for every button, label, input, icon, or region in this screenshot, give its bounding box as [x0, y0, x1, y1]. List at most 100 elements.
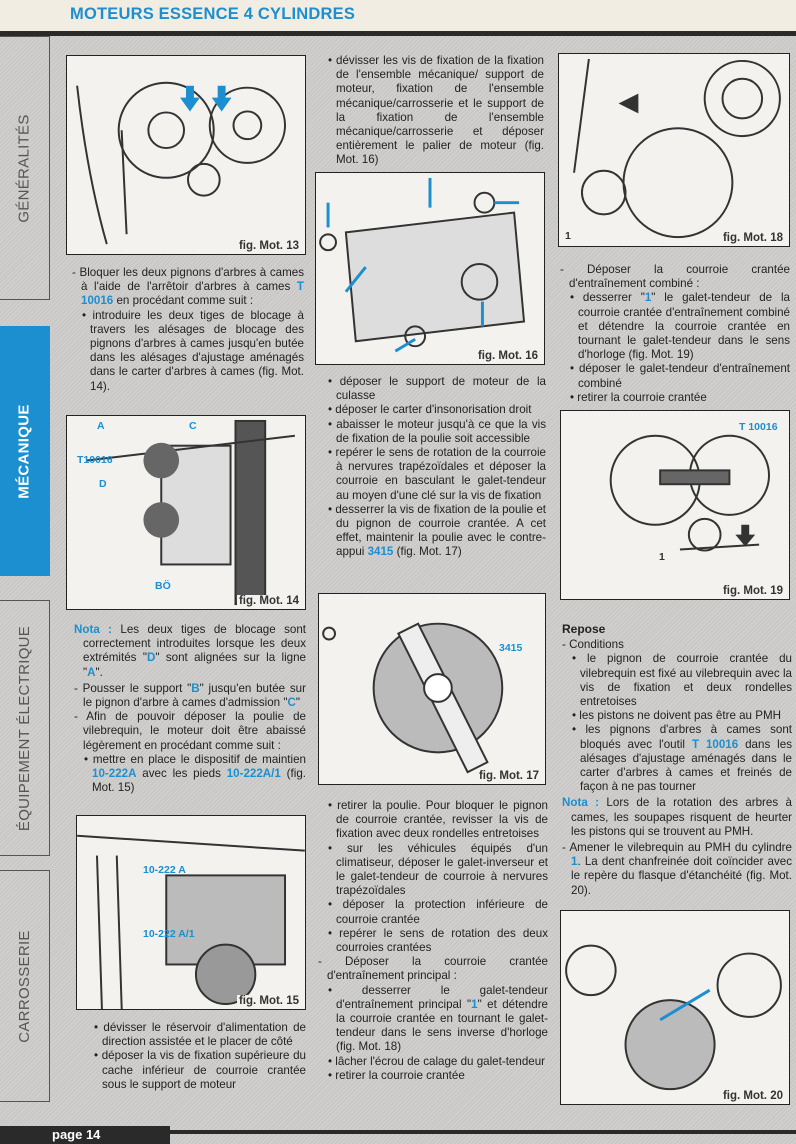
- text: ": [295, 696, 300, 710]
- figure-label: 1: [565, 230, 571, 242]
- text: en procédant comme suit :: [113, 294, 254, 308]
- list-item: • abaisser le moteur jusqu'à ce que la v…: [318, 418, 546, 446]
- figure-label: 10-222 A: [143, 864, 186, 876]
- text: . La dent chanfreinée doit coïncider ave…: [571, 855, 792, 897]
- list-item: - Déposer la courroie crantée d'entraîne…: [560, 263, 790, 291]
- text: (fig. Mot. 17): [393, 545, 462, 559]
- text: • retirer la courroie crantée: [328, 1068, 465, 1082]
- text: • le pignon de courroie crantée du vileb…: [572, 652, 792, 709]
- figure-caption: fig. Mot. 14: [236, 595, 301, 607]
- list-item: • les pignons d'arbres à cames sont bloq…: [562, 723, 792, 794]
- highlight-ref: 10-222A/1: [226, 767, 281, 781]
- tab-carrosserie[interactable]: CARROSSERIE: [0, 870, 50, 1102]
- text: • desserrer le galet-tendeur d'entraînem…: [328, 983, 548, 1011]
- figure-caption: fig. Mot. 18: [720, 232, 785, 244]
- list-item: - Bloquer les deux pignons d'arbres à ca…: [72, 266, 304, 309]
- figure-label: D: [99, 478, 107, 490]
- page-title: MOTEURS ESSENCE 4 CYLINDRES: [70, 5, 356, 23]
- text: - Bloquer les deux pignons d'arbres à ca…: [72, 266, 304, 294]
- page-number: page 14: [0, 1126, 170, 1144]
- text: • desserrer ": [570, 291, 645, 305]
- text: • dévisser le réservoir d'alimentation d…: [94, 1021, 306, 1049]
- text: • lâcher l'écrou de calage du galet-tend…: [328, 1054, 546, 1068]
- header-band: [0, 0, 796, 31]
- list-item: • déposer le support de moteur de la cul…: [318, 375, 546, 403]
- list-item: - Conditions: [562, 638, 792, 652]
- text: - Amener le vilebrequin au PMH du cylind…: [562, 841, 792, 855]
- text: • mettre en place le dispositif de maint…: [84, 752, 306, 766]
- text-block: • dévisser les vis de fixation de la fix…: [318, 54, 544, 168]
- list-item: • dévisser le réservoir d'alimentation d…: [84, 1021, 306, 1049]
- text-block: - Déposer la courroie crantée d'entraîne…: [560, 263, 790, 405]
- text: • desserrer la vis de fixation de la pou…: [328, 502, 546, 559]
- section-heading: Repose: [562, 622, 792, 636]
- text: ".: [95, 665, 103, 679]
- tab-mecanique[interactable]: MÉCANIQUE: [0, 326, 50, 576]
- text: - Déposer la courroie crantée d'entraîne…: [318, 955, 548, 983]
- text: • introduire les deux tiges de blocage à…: [82, 308, 304, 393]
- figure-mot-16: fig. Mot. 16: [315, 172, 545, 365]
- figure-mot-13: fig. Mot. 13: [66, 55, 306, 255]
- list-item: • déposer le carter d'insonorisation dro…: [318, 403, 546, 417]
- list-item: • le pignon de courroie crantée du vileb…: [562, 652, 792, 709]
- highlight-ref: 3415: [367, 545, 394, 559]
- list-item: • déposer la protection inférieure de co…: [318, 898, 548, 926]
- highlight-ref: T 10016: [81, 280, 304, 308]
- figure-caption: fig. Mot. 19: [720, 585, 785, 597]
- figure-label: BÖ: [155, 580, 171, 592]
- figure-caption: fig. Mot. 17: [476, 770, 541, 782]
- figure-caption: fig. Mot. 16: [475, 350, 540, 362]
- text: dans les alésages d'ajustage aménagés da…: [580, 737, 792, 794]
- note: Nota : Les deux tiges de blocage sont co…: [74, 623, 306, 680]
- text: • déposer le carter d'insonorisation dro…: [328, 403, 532, 417]
- list-item: • retirer la courroie crantée: [560, 391, 790, 405]
- list-item: • les pistons ne doivent pas être au PMH: [562, 709, 792, 723]
- highlight-ref: B: [191, 681, 200, 695]
- text: • abaisser le moteur jusqu'à ce que la v…: [328, 417, 546, 445]
- tab-label: ÉQUIPEMENT ÉLECTRIQUE: [16, 625, 34, 831]
- text: " et détendre la courroie crantée en tou…: [336, 997, 549, 1054]
- text-block: • déposer le support de moteur de la cul…: [318, 375, 546, 560]
- text-block: • dévisser le réservoir d'alimentation d…: [84, 1021, 306, 1092]
- list-item: • déposer le galet-tendeur d'entraînemen…: [560, 362, 790, 390]
- highlight-ref: T 10016: [691, 737, 739, 751]
- text: " jusqu'en butée sur le pignon d'arbre à…: [83, 681, 306, 710]
- text: • sur les véhicules équipés d'un climati…: [328, 841, 548, 898]
- list-item: • lâcher l'écrou de calage du galet-tend…: [318, 1055, 548, 1069]
- text: • déposer le galet-tendeur d'entraînemen…: [570, 362, 790, 390]
- list-item: • dévisser les vis de fixation de la fix…: [318, 54, 544, 168]
- text: - Pousser le support ": [74, 681, 192, 695]
- figure-caption: fig. Mot. 20: [720, 1090, 785, 1102]
- figure-mot-14: A C T10016 D BÖ fig. Mot. 14: [66, 415, 306, 610]
- tab-generalites[interactable]: GÉNÉRALITÉS: [0, 36, 50, 300]
- note: Nota : Lors de la rotation des arbres à …: [562, 796, 792, 839]
- figure-label: C: [189, 420, 197, 432]
- list-item: • déposer la vis de fixation supérieure …: [84, 1049, 306, 1092]
- figure-mot-20: fig. Mot. 20: [560, 910, 790, 1105]
- tab-equipement-electrique[interactable]: ÉQUIPEMENT ÉLECTRIQUE: [0, 600, 50, 856]
- text-block: Nota : Les deux tiges de blocage sont co…: [74, 621, 306, 795]
- text: • les pistons ne doivent pas être au PMH: [572, 709, 781, 723]
- text: • repérer le sens de rotation des deux c…: [328, 926, 548, 955]
- figure-mot-15: 10-222 A 10-222 A/1 fig. Mot. 15: [76, 815, 306, 1010]
- text: • les pignons d'arbres à cames sont bloq…: [572, 723, 792, 751]
- text: • retirer la poulie. Pour bloquer le pig…: [328, 799, 548, 841]
- header-rule: [0, 31, 796, 36]
- list-item: • retirer la courroie crantée: [318, 1069, 548, 1083]
- list-item: - Pousser le support "B" jusqu'en butée …: [74, 682, 306, 710]
- list-item: - Amener le vilebrequin au PMH du cylind…: [562, 841, 792, 898]
- nota-label: Nota :: [74, 623, 112, 636]
- list-item: • desserrer "1" le galet-tendeur de la c…: [560, 291, 790, 362]
- nota-label: Nota :: [562, 796, 600, 810]
- figure-label: 3415: [499, 642, 523, 654]
- text: • déposer le support de moteur de la cul…: [328, 375, 546, 403]
- figure-label: 1: [659, 551, 665, 563]
- list-item: - Déposer la courroie crantée d'entraîne…: [318, 955, 548, 983]
- list-item: • repérer le sens de rotation des deux c…: [318, 927, 548, 955]
- figure-label: T10016: [77, 454, 113, 466]
- text: - Conditions: [562, 638, 624, 652]
- list-item: • desserrer la vis de fixation de la pou…: [318, 503, 546, 560]
- figure-mot-17: 3415 fig. Mot. 17: [318, 593, 546, 785]
- figure-label: T 10016: [739, 421, 778, 433]
- list-item: • desserrer le galet-tendeur d'entraînem…: [318, 984, 548, 1055]
